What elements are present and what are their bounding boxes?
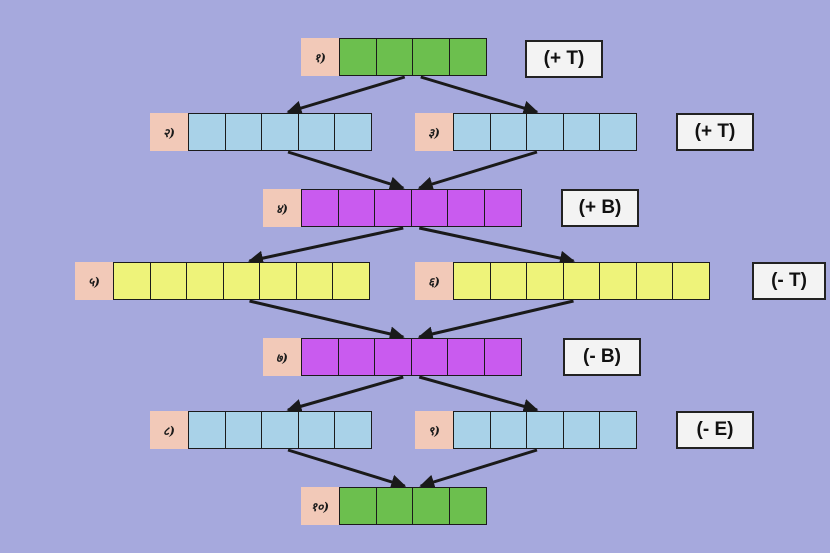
strand-strip bbox=[453, 262, 710, 300]
strand-cell bbox=[599, 411, 637, 449]
strand-cell bbox=[526, 262, 564, 300]
strand-cell bbox=[410, 338, 449, 376]
operation-label: (- B) bbox=[563, 338, 641, 376]
strand-cell bbox=[412, 38, 450, 76]
strand-cell bbox=[453, 113, 491, 151]
strand-strip bbox=[113, 262, 370, 300]
strand-cell bbox=[635, 262, 674, 300]
strand-cell bbox=[301, 338, 339, 376]
strand-cell bbox=[261, 113, 299, 151]
arrow-n2-to-n4 bbox=[287, 150, 405, 192]
strand-strip bbox=[339, 38, 487, 76]
strand-cell bbox=[332, 262, 370, 300]
strand-cell bbox=[374, 338, 412, 376]
strand-cell bbox=[186, 262, 224, 300]
arrow-n3-to-n4 bbox=[417, 150, 538, 192]
strand-cell bbox=[297, 411, 336, 449]
strand-cell bbox=[489, 411, 528, 449]
strand-cell bbox=[672, 262, 710, 300]
arrow-n1-to-n2 bbox=[286, 75, 406, 116]
strand-number-label: ४) bbox=[263, 189, 301, 227]
operation-label: (- E) bbox=[676, 411, 754, 449]
arrow-n6-to-n7 bbox=[417, 299, 574, 342]
strand-cell bbox=[149, 262, 188, 300]
strand-cell bbox=[259, 262, 297, 300]
strand-number-label: १) bbox=[301, 38, 339, 76]
strand-strip bbox=[339, 487, 487, 525]
strand-cell bbox=[375, 487, 414, 525]
strand-cell bbox=[483, 338, 522, 376]
strand-cell bbox=[453, 262, 491, 300]
strand-cell bbox=[375, 38, 414, 76]
strand-cell bbox=[113, 262, 151, 300]
strand-cell bbox=[339, 38, 377, 76]
strand-cell bbox=[224, 411, 263, 449]
strand-cell bbox=[374, 189, 412, 227]
strand-cell bbox=[410, 189, 449, 227]
strand-number-label: ७) bbox=[263, 338, 301, 376]
strand-cell bbox=[188, 411, 226, 449]
strand-cell bbox=[334, 411, 372, 449]
strand-cell bbox=[222, 262, 261, 300]
arrow-n9-to-n10 bbox=[419, 448, 538, 490]
strand-cell bbox=[489, 113, 528, 151]
operation-label: (+ T) bbox=[676, 113, 754, 151]
strand-number-label: ३) bbox=[415, 113, 453, 151]
strand-cell bbox=[483, 189, 522, 227]
arrow-n7-to-n9 bbox=[418, 375, 539, 414]
strand-cell bbox=[224, 113, 263, 151]
strand-strip bbox=[301, 338, 522, 376]
strand-strip bbox=[453, 113, 637, 151]
strand-cell bbox=[599, 113, 637, 151]
strand-cell bbox=[412, 487, 450, 525]
operation-label: (- T) bbox=[752, 262, 826, 300]
strand-strip bbox=[301, 189, 522, 227]
strand-number-label: २) bbox=[150, 113, 188, 151]
strand-cell bbox=[447, 189, 485, 227]
operation-label: (+ T) bbox=[525, 40, 603, 78]
strand-strip bbox=[453, 411, 637, 449]
arrow-n8-to-n10 bbox=[287, 448, 407, 490]
strand-cell bbox=[489, 262, 528, 300]
strand-number-label: १०) bbox=[301, 487, 339, 525]
strand-cell bbox=[562, 411, 601, 449]
strand-cell bbox=[339, 487, 377, 525]
strand-cell bbox=[297, 113, 336, 151]
strand-cell bbox=[526, 411, 564, 449]
strand-cell bbox=[295, 262, 334, 300]
strand-cell bbox=[599, 262, 637, 300]
strand-cell bbox=[334, 113, 372, 151]
strand-cell bbox=[562, 113, 601, 151]
strand-cell bbox=[337, 189, 376, 227]
strand-cell bbox=[448, 487, 487, 525]
strand-cell bbox=[261, 411, 299, 449]
arrow-n4-to-n6 bbox=[418, 226, 575, 266]
arrow-n4-to-n5 bbox=[248, 226, 404, 266]
strand-cell bbox=[301, 189, 339, 227]
strand-cell bbox=[447, 338, 485, 376]
strand-number-label: ८) bbox=[150, 411, 188, 449]
strand-cell bbox=[526, 113, 564, 151]
strand-number-label: ९) bbox=[415, 411, 453, 449]
strand-cell bbox=[453, 411, 491, 449]
arrow-n5-to-n7 bbox=[249, 299, 405, 342]
strand-strip bbox=[188, 113, 372, 151]
strand-number-label: ५) bbox=[75, 262, 113, 300]
operation-label: (+ B) bbox=[561, 189, 639, 227]
strand-strip bbox=[188, 411, 372, 449]
strand-cell bbox=[562, 262, 601, 300]
strand-cell bbox=[448, 38, 487, 76]
strand-cell bbox=[337, 338, 376, 376]
strand-number-label: ६) bbox=[415, 262, 453, 300]
arrow-n7-to-n8 bbox=[286, 375, 404, 414]
strand-cell bbox=[188, 113, 226, 151]
arrow-n1-to-n3 bbox=[420, 75, 539, 116]
